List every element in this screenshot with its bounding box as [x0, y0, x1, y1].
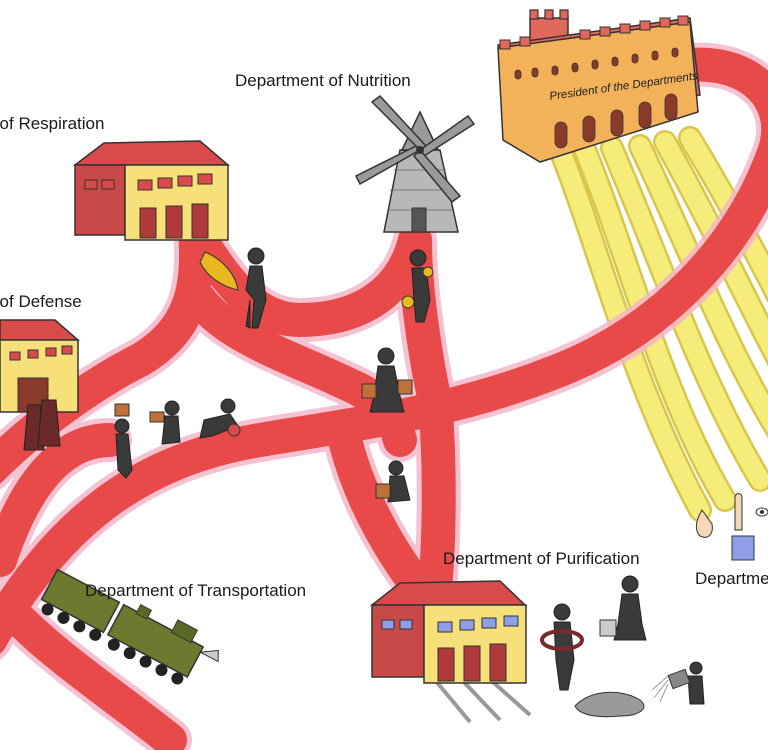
- label-respiration: Department of Respiration: [0, 115, 196, 132]
- label-defense: Department of Defense: [0, 293, 174, 310]
- label-partial-right: Departme: [695, 569, 768, 588]
- label-purification: Department of Purification: [443, 549, 640, 568]
- castle-icon: President of the Departments: [497, 9, 701, 163]
- hand-icon: [731, 493, 755, 561]
- eye-icon: [755, 507, 768, 517]
- label-nutrition: Department of Nutrition: [235, 71, 411, 90]
- windmill-icon: [354, 94, 476, 233]
- building-defense: [0, 319, 80, 413]
- nerve-bands: [548, 126, 768, 522]
- nose-icon: [695, 509, 713, 538]
- label-defense-text: Department of Defense: [0, 292, 82, 311]
- label-respiration-text: Department of Respiration: [0, 114, 105, 133]
- building-purification: [369, 580, 532, 724]
- person-icon: [23, 247, 705, 705]
- label-transportation: Department of Transportation: [85, 581, 307, 600]
- train-icon: [40, 568, 219, 685]
- building-respiration: [72, 140, 231, 241]
- trash-icon: [574, 668, 691, 718]
